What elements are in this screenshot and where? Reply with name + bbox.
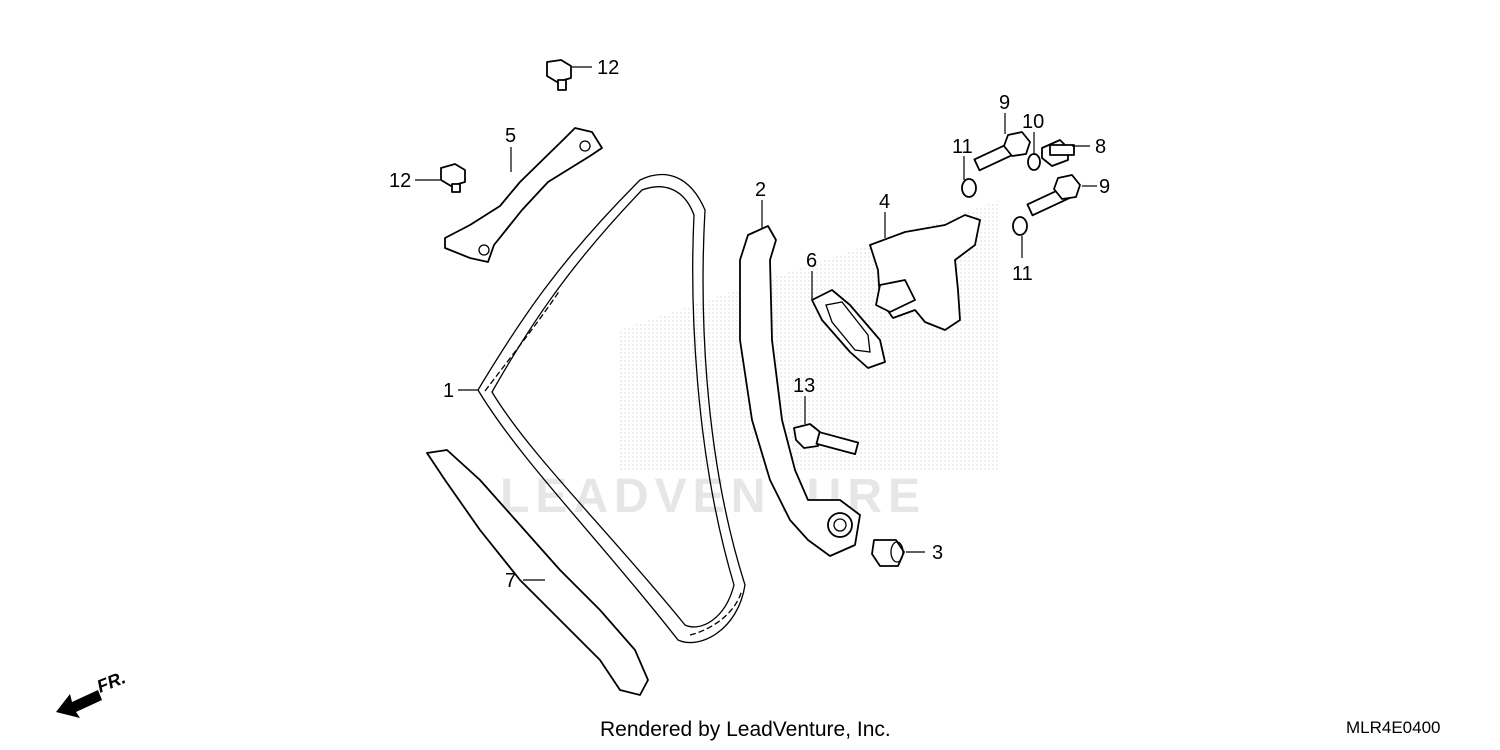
part-bolt-9-lower[interactable] xyxy=(1026,174,1081,217)
part-plate[interactable] xyxy=(444,127,603,263)
front-direction-indicator: FR. xyxy=(56,667,128,718)
part-bolt-12-top[interactable] xyxy=(546,59,572,91)
part-bolt-12-left[interactable] xyxy=(440,163,466,193)
part-cam-chain[interactable] xyxy=(477,173,746,644)
callout-labels: 12 12 5 1 2 3 4 6 7 8 9 9 10 11 11 13 xyxy=(389,57,1110,592)
callout-9-lower: 9 xyxy=(1099,176,1110,198)
callout-7: 7 xyxy=(505,570,516,592)
part-bolt-13[interactable] xyxy=(793,423,860,456)
part-collar[interactable] xyxy=(871,539,905,567)
callout-11-lower: 11 xyxy=(1012,263,1033,285)
callout-11-upper: 11 xyxy=(952,136,973,158)
callout-10: 10 xyxy=(1022,111,1044,133)
callout-1: 1 xyxy=(443,380,454,402)
callout-9-upper: 9 xyxy=(999,92,1010,114)
part-washer-11-upper[interactable] xyxy=(961,178,977,198)
diagram-code: MLR4E0400 xyxy=(1346,718,1441,737)
callout-8: 8 xyxy=(1095,136,1106,158)
callout-3: 3 xyxy=(932,542,943,564)
callout-2: 2 xyxy=(755,179,766,201)
part-chain-guide[interactable] xyxy=(426,449,649,696)
part-bolt-9-upper[interactable] xyxy=(973,131,1031,172)
part-tensioner-lifter[interactable] xyxy=(869,214,981,331)
front-arrow-icon xyxy=(56,690,102,718)
front-label: FR. xyxy=(94,667,128,696)
footer-credit: Rendered by LeadVenture, Inc. xyxy=(600,718,891,741)
callout-4: 4 xyxy=(879,191,890,213)
callout-6: 6 xyxy=(806,250,817,272)
callout-13: 13 xyxy=(793,375,815,397)
part-washer-11-lower[interactable] xyxy=(1012,216,1028,236)
callout-12-left: 12 xyxy=(389,170,411,192)
part-gasket[interactable] xyxy=(811,289,886,369)
callout-leaders xyxy=(415,66,1097,581)
part-bolt-8[interactable] xyxy=(1041,139,1075,167)
part-washer-10[interactable] xyxy=(1027,153,1041,171)
part-tensioner-arm[interactable] xyxy=(739,225,861,557)
callout-12-top: 12 xyxy=(597,57,619,79)
callout-5: 5 xyxy=(505,125,516,147)
